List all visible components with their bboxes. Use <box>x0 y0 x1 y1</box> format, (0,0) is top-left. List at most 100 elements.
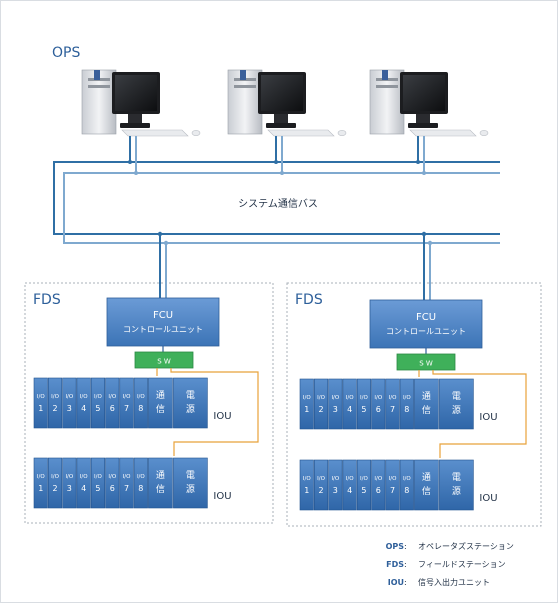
comm-module: 通信 <box>414 459 439 511</box>
junction-dot <box>128 160 132 164</box>
legend-separator: : <box>404 578 407 587</box>
io-module-number: 6 <box>110 404 115 413</box>
io-module-number: 5 <box>361 486 366 495</box>
legend-description: 信号入出力ユニット <box>418 577 490 587</box>
ops-computers <box>81 69 489 137</box>
io-module-number: 2 <box>319 486 324 495</box>
comm-char: 通 <box>156 470 165 481</box>
io-module-body <box>62 457 77 509</box>
io-module-number: 8 <box>138 484 143 493</box>
io-module-body <box>33 457 48 509</box>
io-module-body <box>47 457 63 509</box>
monitor-stand <box>128 114 142 124</box>
io-module-prefix: I/O <box>374 395 382 401</box>
io-module: I/O1 <box>299 459 314 511</box>
io-module-prefix: I/O <box>389 476 397 482</box>
io-module-prefix: I/O <box>389 395 397 401</box>
io-module: I/O2 <box>47 457 63 509</box>
legend-row: IOU : 信号入出力ユニット <box>388 577 490 587</box>
monitor-stand <box>416 114 430 124</box>
legend-abbr: FDS <box>386 560 404 569</box>
power-char: 電 <box>452 472 461 483</box>
io-module-number: 1 <box>38 404 43 413</box>
power-module: 電源 <box>173 457 208 509</box>
io-module: I/O6 <box>105 457 120 509</box>
mouse-icon <box>191 130 201 136</box>
comm-module: 通信 <box>148 377 173 429</box>
io-module: I/O 5 <box>356 459 372 511</box>
power-char: 電 <box>186 470 195 481</box>
junction-dot <box>416 160 420 164</box>
io-module-prefix: I/O <box>94 474 102 480</box>
fcu-box <box>106 297 220 347</box>
io-module-body <box>356 378 372 430</box>
iou-label: IOU <box>213 491 231 502</box>
mouse-icon <box>337 130 347 136</box>
io-module-body <box>133 457 148 509</box>
io-module: I/O6 <box>371 378 386 430</box>
io-module-body <box>328 378 343 430</box>
mouse-icon <box>479 130 489 136</box>
comm-char: 信 <box>422 485 431 497</box>
io-module-body <box>90 457 105 509</box>
legend-description: フィールドステーション <box>418 560 506 569</box>
io-module-prefix: I/O <box>403 395 411 401</box>
legend-row: FDS : フィールドステーション <box>386 560 506 569</box>
io-module-body <box>356 459 372 511</box>
io-module-number: 5 <box>361 405 366 414</box>
legend-abbr: OPS <box>386 542 405 551</box>
io-module-prefix: I/O <box>346 476 354 482</box>
io-module-body <box>399 378 414 430</box>
io-module: I/O6 <box>371 459 386 511</box>
io-module-prefix: I/O <box>37 394 45 400</box>
io-module-number: 2 <box>53 404 58 413</box>
io-module-body <box>385 459 400 511</box>
fcu-subtitle: コントロールユニット <box>123 325 203 334</box>
io-module-prefix: I/O <box>317 395 325 401</box>
junction-dot <box>134 171 138 175</box>
power-char: 源 <box>186 484 195 495</box>
io-module-number: 6 <box>376 486 381 495</box>
io-module-body <box>299 459 314 511</box>
power-module-body <box>173 457 208 509</box>
power-char: 電 <box>452 391 461 402</box>
io-module-prefix: I/O <box>360 395 368 401</box>
io-module: I/O5 <box>90 457 105 509</box>
io-module-number: 8 <box>138 404 143 413</box>
io-module: I/O 2 <box>47 377 63 429</box>
io-module: I/O7 <box>119 377 134 429</box>
junction-dot <box>274 160 278 164</box>
power-module-body <box>439 459 474 511</box>
power-char: 源 <box>452 486 461 497</box>
io-module-body <box>76 377 91 429</box>
comm-char: 通 <box>156 390 165 401</box>
comm-module-body <box>148 457 173 509</box>
io-module-prefix: I/O <box>51 394 59 400</box>
fcu-subtitle: コントロールユニット <box>386 327 466 336</box>
io-module-prefix: I/O <box>331 476 339 482</box>
io-module: I/O8 <box>133 377 148 429</box>
junction-dot <box>163 240 169 246</box>
comm-char: 信 <box>156 483 165 495</box>
io-module-prefix: I/O <box>360 476 368 482</box>
io-module: I/O1 <box>33 457 48 509</box>
iou-label: IOU <box>479 412 497 423</box>
io-module-prefix: I/O <box>331 395 339 401</box>
drive-slot <box>376 85 398 88</box>
comm-char: 信 <box>156 403 165 415</box>
io-module-prefix: I/O <box>346 395 354 401</box>
io-module: I/O3 <box>328 459 343 511</box>
io-module: I/O4 <box>342 378 357 430</box>
io-module-prefix: I/O <box>303 476 311 482</box>
fds-label: FDS <box>33 292 61 308</box>
power-module: 電源 <box>439 459 474 511</box>
comm-char: 通 <box>422 391 431 402</box>
comm-module-body <box>414 378 439 430</box>
fds-boundary <box>286 282 542 527</box>
ops-label: OPS <box>52 45 80 61</box>
